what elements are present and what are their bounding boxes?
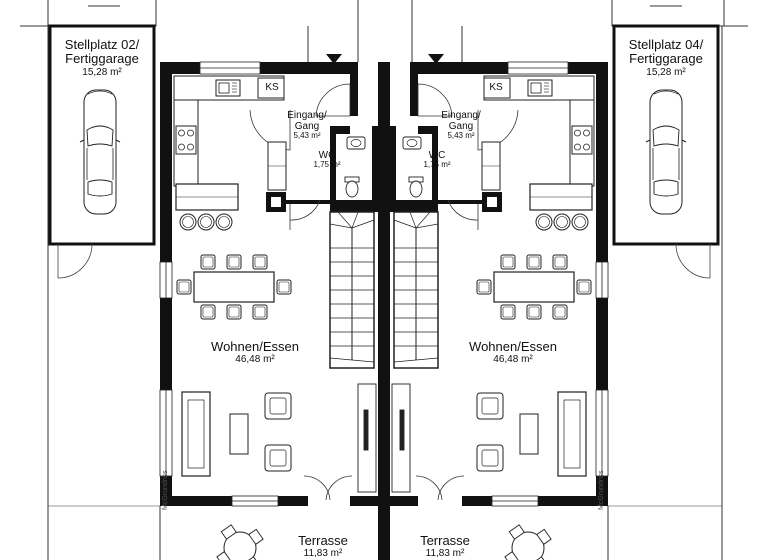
wc-left-name: WC [318, 150, 336, 161]
top-edge-structures [20, 0, 748, 27]
dining-right [476, 254, 592, 320]
wc-right-name: WC [428, 150, 446, 161]
parking-left-name-1: Stellplatz 02/ [64, 37, 140, 52]
parking-right-area: 15,28 m² [646, 66, 686, 78]
living-right-name: Wohnen/Essen [469, 339, 557, 354]
carport-left [47, 24, 156, 560]
staircase-left [329, 211, 375, 369]
living-left-label: Wohnen/Essen 46,48 m² [190, 339, 320, 366]
terrace-right-name: Terrasse [420, 533, 470, 548]
staircase-right [393, 211, 439, 369]
terrace-left-label: Terrasse 11,83 m² [278, 533, 368, 560]
dining-left [176, 254, 292, 320]
living-right-area: 46,48 m² [493, 354, 533, 366]
living-left-name: Wohnen/Essen [211, 339, 299, 354]
fridge-left-label: KS [265, 82, 279, 93]
parking-right-name-1: Stellplatz 04/ [628, 37, 704, 52]
terrace-left-area: 11,83 m² [303, 548, 343, 560]
carport-right [612, 24, 723, 560]
living-left [181, 391, 292, 477]
door-swings [249, 83, 519, 501]
entry-right-name-2: Gang [448, 121, 474, 132]
entrance-arrow-right-icon [428, 54, 444, 64]
living-left-area: 46,48 m² [235, 354, 275, 366]
terrace-right-area: 11,83 m² [425, 548, 465, 560]
entry-left-name-1: Eingang/ [287, 110, 327, 121]
parking-left-name-2: Fertiggarage [65, 51, 139, 67]
entry-left-label: Eingang/ Gang 5,43 m² [276, 110, 338, 141]
fridge-right-label: KS [489, 82, 503, 93]
parking-right-name-2: Fertiggarage [629, 51, 703, 67]
entry-left-area: 5,43 m² [293, 131, 321, 140]
entry-right-area: 5,43 m² [447, 131, 475, 140]
watermark-right: McGrundriss [598, 470, 605, 510]
sliding-cabinets [357, 383, 411, 493]
terrace-left-name: Terrasse [298, 533, 348, 548]
parking-left-area: 15,28 m² [82, 66, 122, 78]
entrance-wells [307, 26, 463, 64]
wc-left-area: 1,75 m² [313, 160, 341, 169]
wc-left-label: WC 1,75 m² [306, 150, 348, 170]
fridge-left-icon [257, 77, 285, 99]
windows [159, 61, 609, 507]
parking-left-label: Stellplatz 02/ Fertiggarage 15,28 m² [50, 37, 154, 78]
living-right [476, 391, 587, 477]
living-right-label: Wohnen/Essen 46,48 m² [448, 339, 578, 366]
wc-right-area: 1,75 m² [423, 160, 451, 169]
entry-right-label: Eingang/ Gang 5,43 m² [430, 110, 492, 141]
entrance-arrow-left-icon [326, 54, 342, 64]
watermark-left: McGrundriss [162, 470, 169, 510]
fridge-right-icon [483, 77, 511, 99]
entry-left-name-2: Gang [294, 121, 320, 132]
terraces [48, 505, 722, 560]
wc-right-label: WC 1,75 m² [416, 150, 458, 170]
entry-right-name-1: Eingang/ [441, 110, 481, 121]
parking-right-label: Stellplatz 04/ Fertiggarage 15,28 m² [614, 37, 718, 78]
terrace-right-label: Terrasse 11,83 m² [400, 533, 490, 560]
